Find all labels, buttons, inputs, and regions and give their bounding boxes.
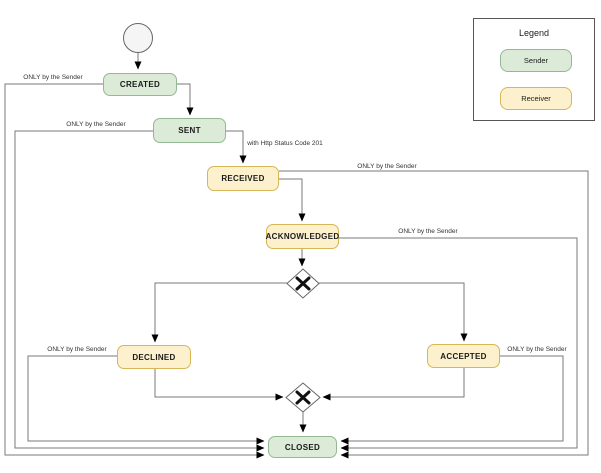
initial-state-node [123, 23, 153, 53]
state-sent: SENT [153, 118, 226, 143]
edge-accepted-to-gateway2 [322, 368, 465, 401]
edge-label-received-to-closed: ONLY by the Sender [357, 163, 417, 170]
edge-declined-to-closed [27, 355, 265, 445]
edge-sent-to-closed [14, 130, 265, 452]
edge-declined-to-gateway2 [154, 369, 284, 401]
state-received: RECEIVED [207, 166, 279, 191]
edge-created-to-sent [177, 83, 194, 116]
state-accepted: ACCEPTED [427, 344, 500, 368]
edge-received-to-acknowledged [279, 178, 306, 222]
state-declined: DECLINED [117, 345, 191, 369]
edge-gateway1-to-declined [151, 282, 287, 343]
legend-item-receiver: Receiver [500, 87, 572, 110]
edge-label-acknowledged-to-closed: ONLY by the Sender [398, 228, 458, 235]
gateway-1-x-icon [295, 276, 311, 291]
edge-label-created-to-closed: ONLY by the Sender [23, 74, 83, 81]
edge-sent-to-received [226, 130, 247, 164]
state-closed: CLOSED [268, 436, 337, 458]
edge-label-sent-to-closed: ONLY by the Sender [66, 121, 126, 128]
state-acknowledged: ACKNOWLEDGED [266, 224, 339, 249]
legend-item-sender: Sender [500, 49, 572, 72]
edge-label-http-status: with Http Status Code 201 [247, 140, 323, 147]
edge-accepted-to-closed [340, 355, 564, 445]
edge-gateway1-to-accepted [319, 282, 468, 342]
legend-title: Legend [518, 28, 550, 38]
gateway-2-x-icon [295, 390, 311, 405]
legend-box: Legend Sender Receiver [473, 18, 595, 121]
state-created: CREATED [103, 73, 177, 96]
edge-label-declined-to-closed: ONLY by the Sender [47, 346, 107, 353]
edge-acknowledged-to-closed [339, 237, 578, 452]
edge-created-to-closed [4, 83, 265, 459]
edge-label-accepted-to-closed: ONLY by the Sender [507, 346, 567, 353]
edge-received-to-closed [279, 170, 589, 459]
